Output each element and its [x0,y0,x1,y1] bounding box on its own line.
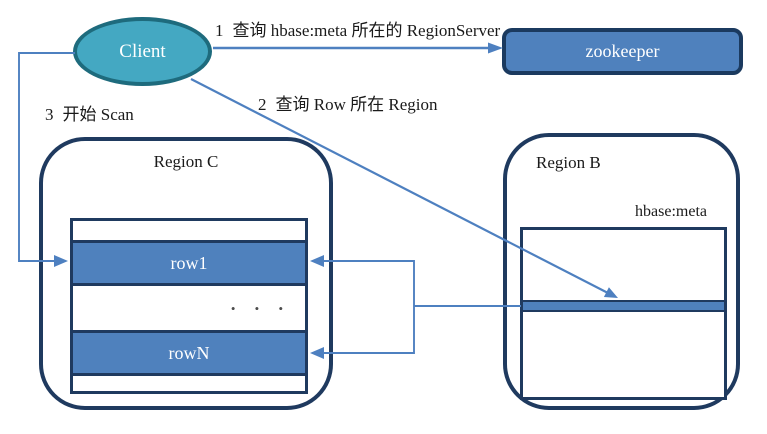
region-c-table: row1 • • • rowN [70,218,308,394]
edge-label-step1: 1 查询 hbase:meta 所在的 RegionServer [215,16,500,41]
table-row-rowN: rowN [73,333,305,376]
region-c: Region C row1 • • • rowN [39,137,333,410]
edge-label-step2: 2 查询 Row 所在 Region [258,90,437,115]
hbase-meta-label: hbase:meta [635,203,707,220]
region-b: Region B hbase:meta [503,133,740,410]
step2-number: 2 [258,95,267,114]
meta-table-empty-bottom [523,312,724,397]
edge-label-step3: 3 开始 Scan [45,100,134,125]
table-row-empty-top [73,221,305,243]
step2-text: 查询 Row 所在 Region [275,95,438,114]
region-b-table [520,227,727,400]
table-row-row1: row1 [73,243,305,286]
zookeeper-label: zookeeper [585,41,660,61]
client-node: Client [73,17,212,86]
step1-number: 1 [215,21,224,40]
step3-number: 3 [45,105,54,124]
step1-text: 查询 hbase:meta 所在的 RegionServer [232,21,501,40]
table-row-empty-bottom [73,376,305,391]
region-c-title: Region C [153,152,219,171]
step3-text: 开始 Scan [62,105,134,124]
zookeeper-node: zookeeper [502,28,743,75]
region-b-title: Region B [536,153,601,172]
client-label: Client [119,40,166,62]
meta-table-empty-top [523,230,724,300]
arrow-step1-head [488,42,503,54]
table-row-ellipsis: • • • [73,286,305,333]
meta-row-highlight [523,300,724,312]
ellipsis-dots: • • • [230,300,291,316]
